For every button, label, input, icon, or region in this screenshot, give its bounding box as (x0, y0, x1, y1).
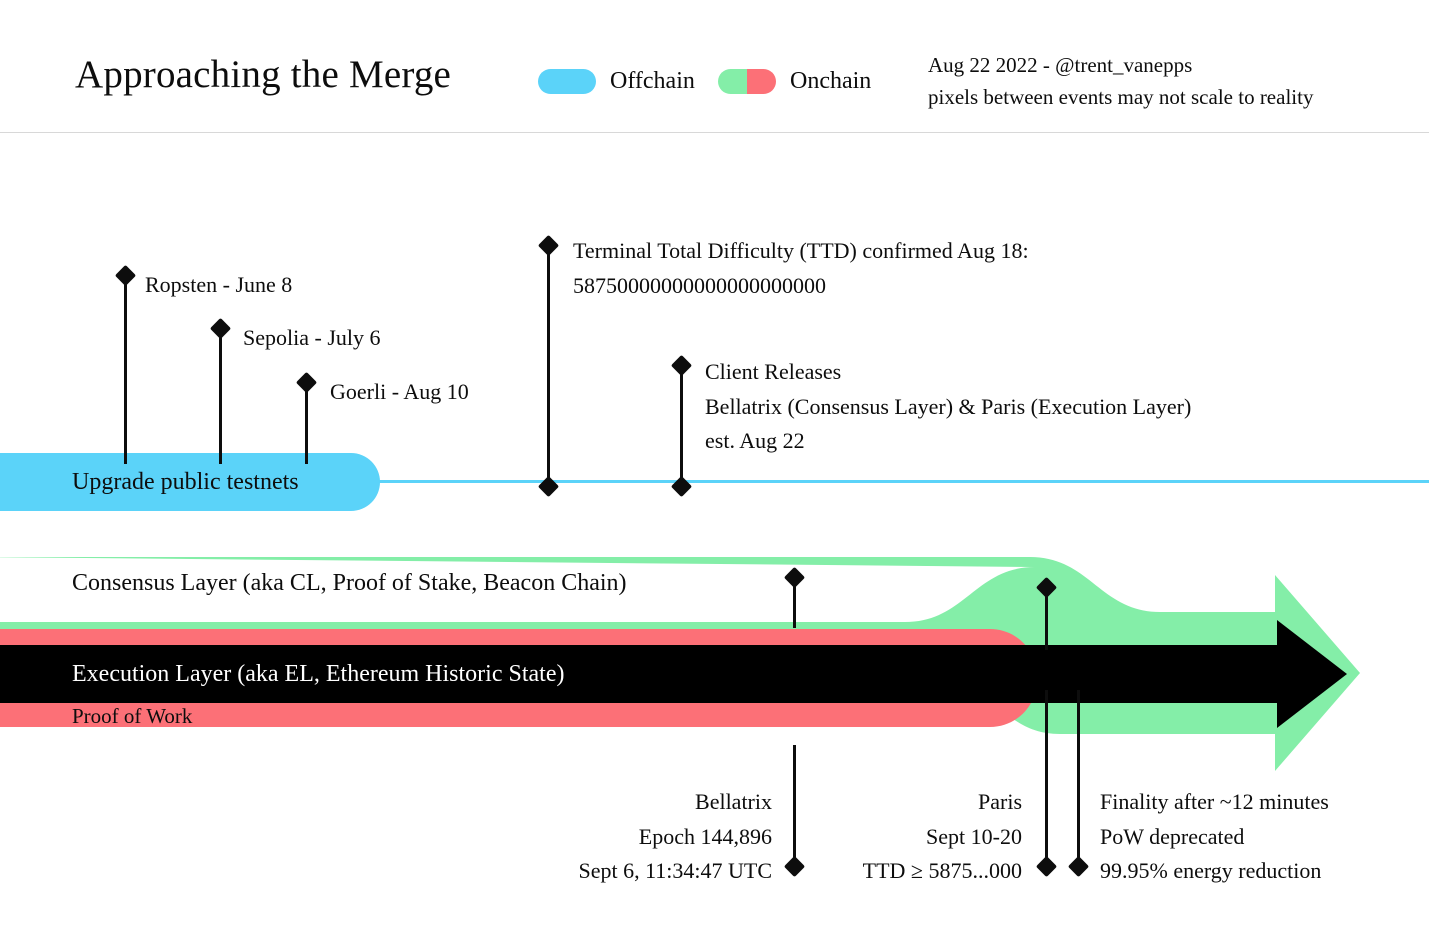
label-bellatrix-line-1: Bellatrix (695, 789, 772, 814)
marker-stem (793, 570, 796, 628)
execution-layer-arrow (0, 620, 1347, 728)
legend-item-offchain: Offchain (538, 68, 695, 95)
label-ttd: Terminal Total Difficulty (TTD) confirme… (573, 234, 1029, 303)
legend-item-onchain: Onchain (718, 68, 871, 95)
credit-block: Aug 22 2022 - @trent_vanepps pixels betw… (928, 50, 1313, 114)
testnet-bar-label: Upgrade public testnets (72, 469, 299, 495)
label-client-releases-line-3: est. Aug 22 (705, 428, 805, 454)
label-bellatrix: Bellatrix Epoch 144,896 Sept 6, 11:34:47… (475, 785, 772, 889)
marker-stem (124, 268, 127, 464)
page-title: Approaching the Merge (75, 53, 452, 96)
testnet-bar (0, 453, 380, 511)
label-goerli: Goerli - Aug 10 (330, 379, 469, 404)
consensus-layer-label: Consensus Layer (aka CL, Proof of Stake,… (72, 570, 627, 596)
marker-stem (219, 321, 222, 464)
credit-date-author: Aug 22 2022 - @trent_vanepps (928, 53, 1193, 77)
marker-stem (793, 745, 796, 867)
marker-stem (1077, 690, 1080, 867)
legend-label-offchain: Offchain (610, 68, 695, 94)
label-sepolia: Sepolia - July 6 (243, 325, 381, 350)
label-ttd-line-2: 58750000000000000000000 (573, 272, 826, 298)
label-paris-line-3: TTD ≥ 5875...000 (862, 858, 1022, 884)
label-post-merge-line-1: Finality after ~12 minutes (1100, 789, 1329, 814)
label-ropsten: Ropsten - June 8 (145, 272, 293, 297)
marker-stem (680, 358, 683, 486)
marker-stem (1045, 690, 1048, 867)
label-post-merge-line-3: 99.95% energy reduction (1100, 858, 1322, 884)
label-post-merge: Finality after ~12 minutes PoW deprecate… (1100, 785, 1329, 889)
execution-layer-label: Execution Layer (aka EL, Ethereum Histor… (72, 661, 565, 687)
marker-stem (547, 238, 550, 486)
label-bellatrix-line-3: Sept 6, 11:34:47 UTC (578, 858, 772, 884)
label-paris: Paris Sept 10-20 TTD ≥ 5875...000 (760, 785, 1022, 889)
legend-swatch-offchain (538, 69, 596, 94)
marker-stem (305, 375, 308, 464)
marker-stem (1045, 580, 1048, 650)
label-client-releases-line-2: Bellatrix (Consensus Layer) & Paris (Exe… (705, 393, 1192, 419)
header: Approaching the Merge Offchain Onchain A… (0, 0, 1429, 133)
credit-disclaimer: pixels between events may not scale to r… (928, 84, 1314, 109)
label-ttd-line-1: Terminal Total Difficulty (TTD) confirme… (573, 238, 1029, 263)
label-paris-line-1: Paris (978, 789, 1022, 814)
label-post-merge-line-2: PoW deprecated (1100, 823, 1245, 849)
label-client-releases-line-1: Client Releases (705, 359, 842, 384)
legend-swatch-onchain (718, 69, 776, 94)
legend-label-onchain: Onchain (790, 68, 872, 94)
label-client-releases: Client Releases Bellatrix (Consensus Lay… (705, 355, 1191, 459)
label-bellatrix-line-2: Epoch 144,896 (638, 823, 772, 849)
label-paris-line-2: Sept 10-20 (926, 823, 1022, 849)
testnet-continuation-line (379, 480, 1429, 483)
proof-of-work-label: Proof of Work (72, 704, 193, 728)
